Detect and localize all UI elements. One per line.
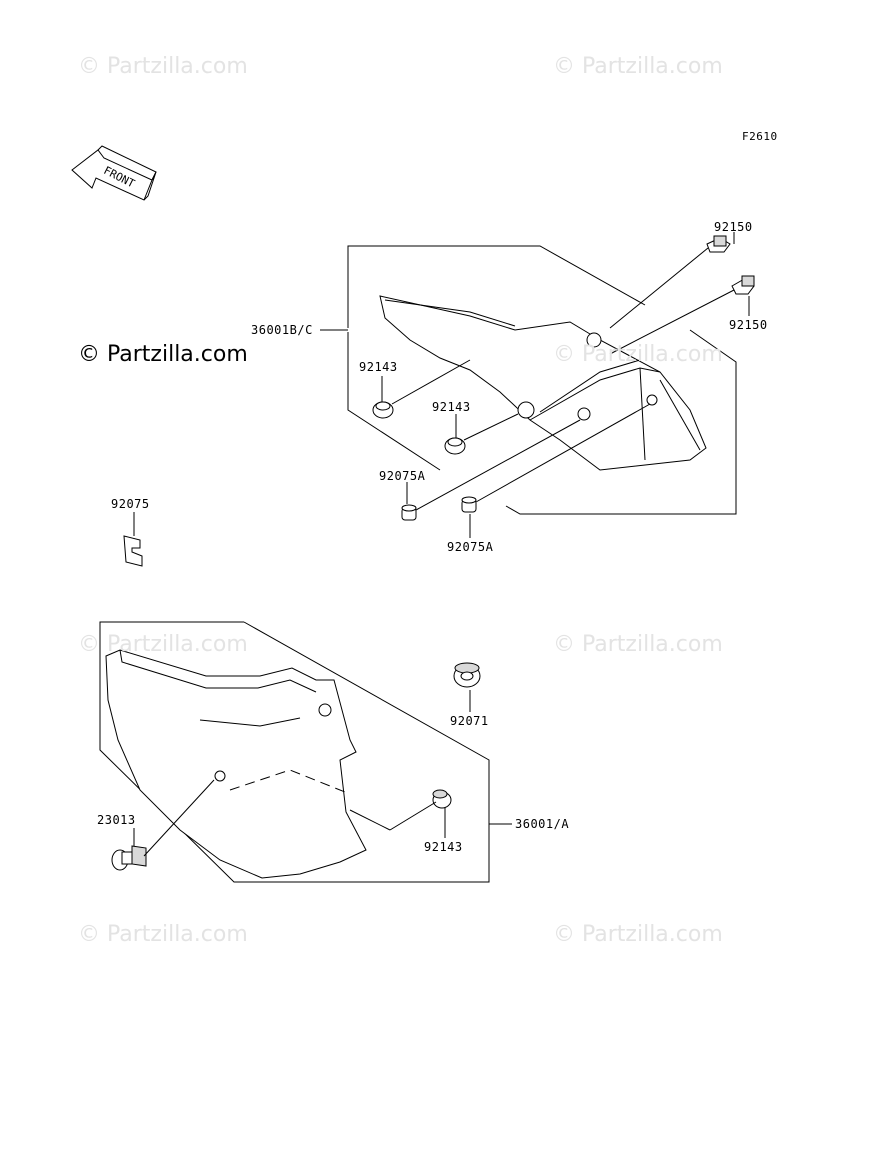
bolt-lower bbox=[609, 275, 755, 355]
collar-b bbox=[461, 403, 651, 513]
collar-a bbox=[401, 419, 581, 521]
watermark-text: © Partzilla.com bbox=[78, 922, 248, 947]
callout-upper-cover: 36001B/C bbox=[251, 323, 313, 337]
upper-group-outline bbox=[320, 245, 737, 515]
watermark-text: © Partzilla.com bbox=[553, 922, 723, 947]
callout-grommet-large: 92071 bbox=[450, 714, 489, 728]
watermark-text: © Partzilla.com bbox=[553, 54, 723, 79]
grommet-92071 bbox=[453, 662, 481, 712]
grommet-upper-b bbox=[444, 413, 519, 455]
screw-23013 bbox=[111, 779, 215, 871]
callout-clip: 92075 bbox=[111, 497, 150, 511]
clip-92075 bbox=[123, 512, 143, 567]
callout-bolt-lower: 92150 bbox=[729, 318, 768, 332]
watermark-text: © Partzilla.com bbox=[78, 632, 248, 657]
callout-screw: 23013 bbox=[97, 813, 136, 827]
lower-side-cover bbox=[105, 649, 367, 879]
callout-collar-b: 92075A bbox=[447, 540, 494, 554]
front-arrow-icon bbox=[71, 145, 157, 201]
callout-grommet-c: 92143 bbox=[424, 840, 463, 854]
diagram-code: F2610 bbox=[742, 130, 778, 143]
callout-collar-a: 92075A bbox=[379, 469, 426, 483]
callout-lower-cover: 36001/A bbox=[515, 817, 570, 831]
watermark-text: © Partzilla.com bbox=[553, 342, 723, 367]
callout-grommet-b: 92143 bbox=[432, 400, 471, 414]
watermark-text: © Partzilla.com bbox=[78, 342, 248, 367]
grommet-upper-a bbox=[372, 359, 471, 419]
bolt-upper bbox=[609, 235, 731, 329]
callout-bolt-upper: 92150 bbox=[714, 220, 753, 234]
grommet-lower bbox=[349, 789, 452, 838]
callout-grommet-a: 92143 bbox=[359, 360, 398, 374]
watermark-text: © Partzilla.com bbox=[78, 54, 248, 79]
upper-leaders bbox=[381, 232, 750, 538]
watermark-text: © Partzilla.com bbox=[553, 632, 723, 657]
upper-side-cover bbox=[379, 295, 707, 471]
lower-group-outline bbox=[99, 621, 512, 883]
